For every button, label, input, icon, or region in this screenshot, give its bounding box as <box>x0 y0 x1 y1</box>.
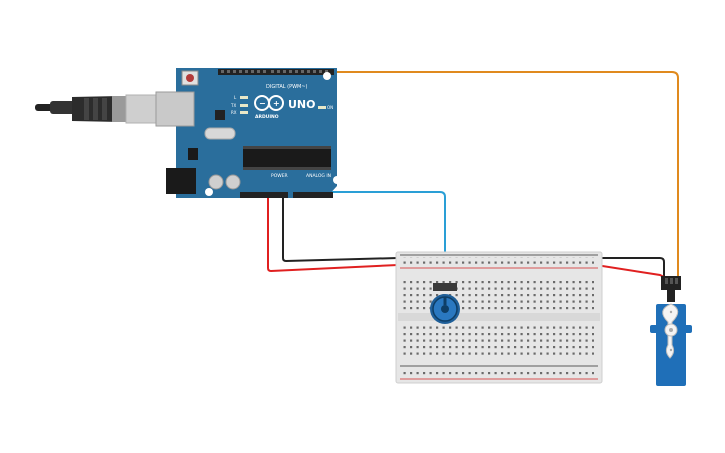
arduino-logo: − + <box>254 95 284 111</box>
power-jack <box>166 168 196 194</box>
analog-header-label: ANALOG IN <box>306 173 331 179</box>
svg-text:RX: RX <box>231 110 237 115</box>
wires <box>267 71 679 284</box>
power-header-label: POWER <box>271 173 288 179</box>
status-leds: L TX RX ON <box>230 95 333 115</box>
svg-text:−: − <box>259 99 266 108</box>
potentiometer[interactable] <box>430 283 460 324</box>
board-brand: ARDUINO <box>255 114 279 120</box>
wire-servo-5v[interactable] <box>595 264 671 281</box>
wire-servo-gnd[interactable] <box>596 257 665 280</box>
power-header <box>240 192 288 198</box>
digital-header <box>218 69 334 75</box>
micro-servo[interactable] <box>650 276 692 386</box>
usb-port <box>155 91 195 127</box>
board-model: UNO <box>288 98 316 111</box>
analog-header <box>293 192 333 198</box>
svg-text:+: + <box>273 99 280 108</box>
svg-text:L: L <box>234 95 237 100</box>
wire-gnd[interactable] <box>282 192 399 263</box>
wire-servo-signal[interactable] <box>275 71 679 280</box>
svg-text:ON: ON <box>327 105 333 110</box>
breadboard[interactable] <box>395 251 603 384</box>
svg-text:TX: TX <box>230 103 236 108</box>
regulator <box>188 148 198 160</box>
wire-pot-signal[interactable] <box>296 191 446 282</box>
wire-5v[interactable] <box>267 192 399 273</box>
usb-cable[interactable] <box>35 94 157 124</box>
digital-header-label: DIGITAL (PWM~) <box>266 84 308 90</box>
arduino-board[interactable]: DIGITAL (PWM~) − + UNO ARDUINO L TX RX O… <box>155 68 341 198</box>
crystal <box>204 127 236 140</box>
microcontroller-chip <box>243 148 331 168</box>
